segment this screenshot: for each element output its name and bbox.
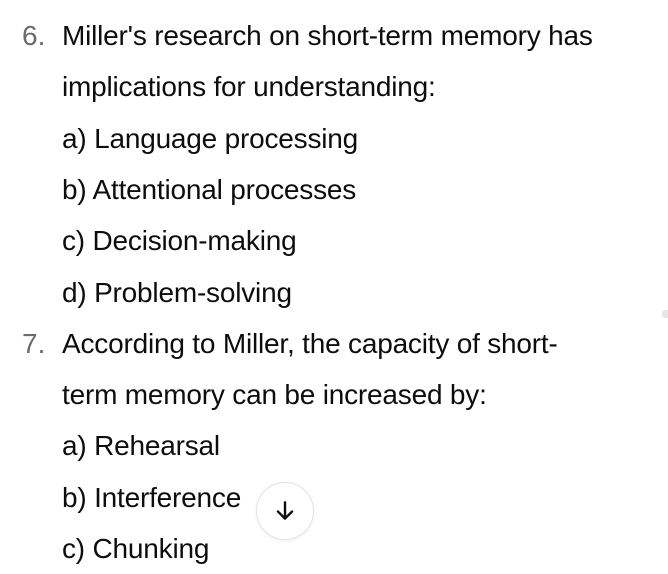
scrollbar-thumb[interactable] [662,310,668,318]
question-7: 7. According to Miller, the capacity of … [0,318,660,369]
question-text-line: implications for understanding: [62,71,436,102]
answer-option: b) Attentional processes [62,174,357,205]
option-6a: a) Language processing [0,113,660,164]
answer-option: c) Chunking [62,533,210,564]
option-6d: d) Problem-solving [0,267,660,318]
option-6c: c) Decision-making [0,215,660,266]
question-text-line: term memory can be increased by: [62,379,487,410]
option-7b: b) Interference [0,472,660,523]
answer-option: b) Interference [62,482,242,513]
question-text-line: Miller's research on short-term memory h… [62,20,593,51]
option-6b: b) Attentional processes [0,164,660,215]
option-7c: c) Chunking [0,523,660,574]
question-number: 7. [22,328,46,359]
arrow-down-icon [276,501,294,520]
answer-option: c) Decision-making [62,225,297,256]
answer-option: a) Rehearsal [62,430,220,461]
answer-option: d) Problem-solving [62,277,292,308]
answer-option: a) Language processing [62,123,359,154]
question-text-line: According to Miller, the capacity of sho… [62,328,558,359]
question-number: 6. [22,20,46,51]
option-7a: a) Rehearsal [0,420,660,471]
chat-message-content: 6. Miller's research on short-term memor… [0,10,660,564]
question-6: 6. Miller's research on short-term memor… [0,10,660,61]
scroll-to-bottom-button[interactable] [256,482,314,540]
question-7-continued: term memory can be increased by: [0,369,660,420]
question-6-continued: implications for understanding: [0,61,660,112]
